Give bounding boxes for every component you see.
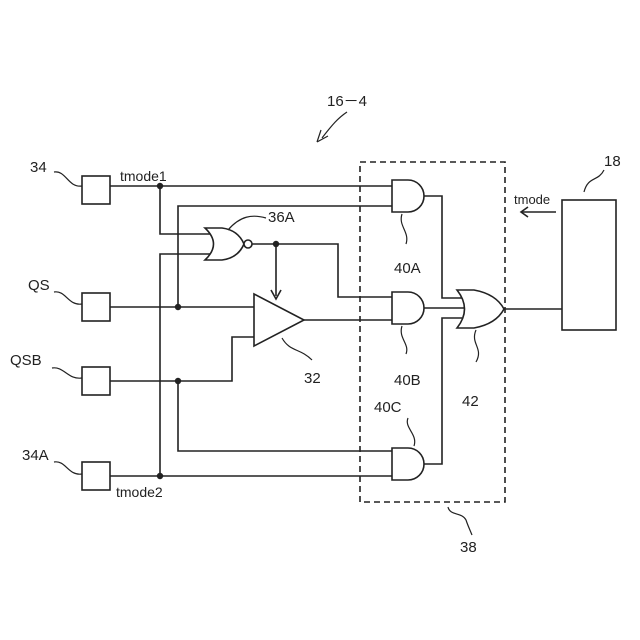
label-qsb: QSB (10, 352, 42, 369)
label-qs: QS (28, 277, 50, 294)
leader-qsb (52, 368, 82, 378)
input-pad-qsb (82, 367, 110, 395)
label-40c: 40C (374, 399, 402, 416)
block-18 (562, 200, 616, 330)
tmode1-label: tmode1 (120, 168, 167, 184)
input-pad-34a (82, 462, 110, 490)
tmode2-label: tmode2 (116, 484, 163, 500)
wire-tmode2-to-nor (160, 254, 212, 476)
label-32: 32 (304, 370, 321, 387)
label-42: 42 (462, 393, 479, 410)
label-36a: 36A (268, 209, 295, 226)
and-gate-40c (392, 448, 424, 480)
leader-42 (474, 330, 478, 362)
label-34: 34 (30, 159, 47, 176)
leader-40a (401, 214, 407, 244)
leader-36a (228, 216, 266, 230)
leader-18 (584, 170, 604, 192)
input-pad-qs (82, 293, 110, 321)
amplifier-32 (254, 294, 304, 346)
tmode-output-label: tmode (514, 192, 550, 207)
label-18: 18 (604, 153, 621, 170)
leader-32 (282, 338, 312, 360)
junction-tmode1 (157, 183, 163, 189)
leader-40c (407, 418, 414, 446)
wire-40c-to-or (424, 318, 462, 464)
label-38: 38 (460, 539, 477, 556)
nor-gate-36a (205, 228, 244, 260)
label-34a: 34A (22, 447, 49, 464)
junction-qs (175, 304, 181, 310)
label-40b: 40B (394, 372, 421, 389)
leader-34a (54, 462, 82, 474)
and-gate-40a (392, 180, 424, 212)
and-gate-40b (392, 292, 424, 324)
leader-qs (54, 292, 82, 304)
label-40a: 40A (394, 260, 421, 277)
nor-bubble (244, 240, 252, 248)
leader-40b (401, 326, 407, 354)
wire-tmode1-to-nor (160, 186, 210, 234)
or-gate-42 (457, 290, 504, 328)
leader-38 (448, 507, 472, 535)
figure-ref-leader (322, 112, 347, 138)
figure-ref-label: 16－4 (327, 93, 367, 110)
wire-nor-to-40b (252, 244, 392, 297)
junction-tmode2 (157, 473, 163, 479)
leader-34 (54, 172, 82, 186)
junction-qsb (175, 378, 181, 384)
wire-qsb (110, 337, 254, 381)
wire-40a-to-or (424, 196, 462, 298)
input-pad-34 (82, 176, 110, 204)
junction-nor-out (273, 241, 279, 247)
